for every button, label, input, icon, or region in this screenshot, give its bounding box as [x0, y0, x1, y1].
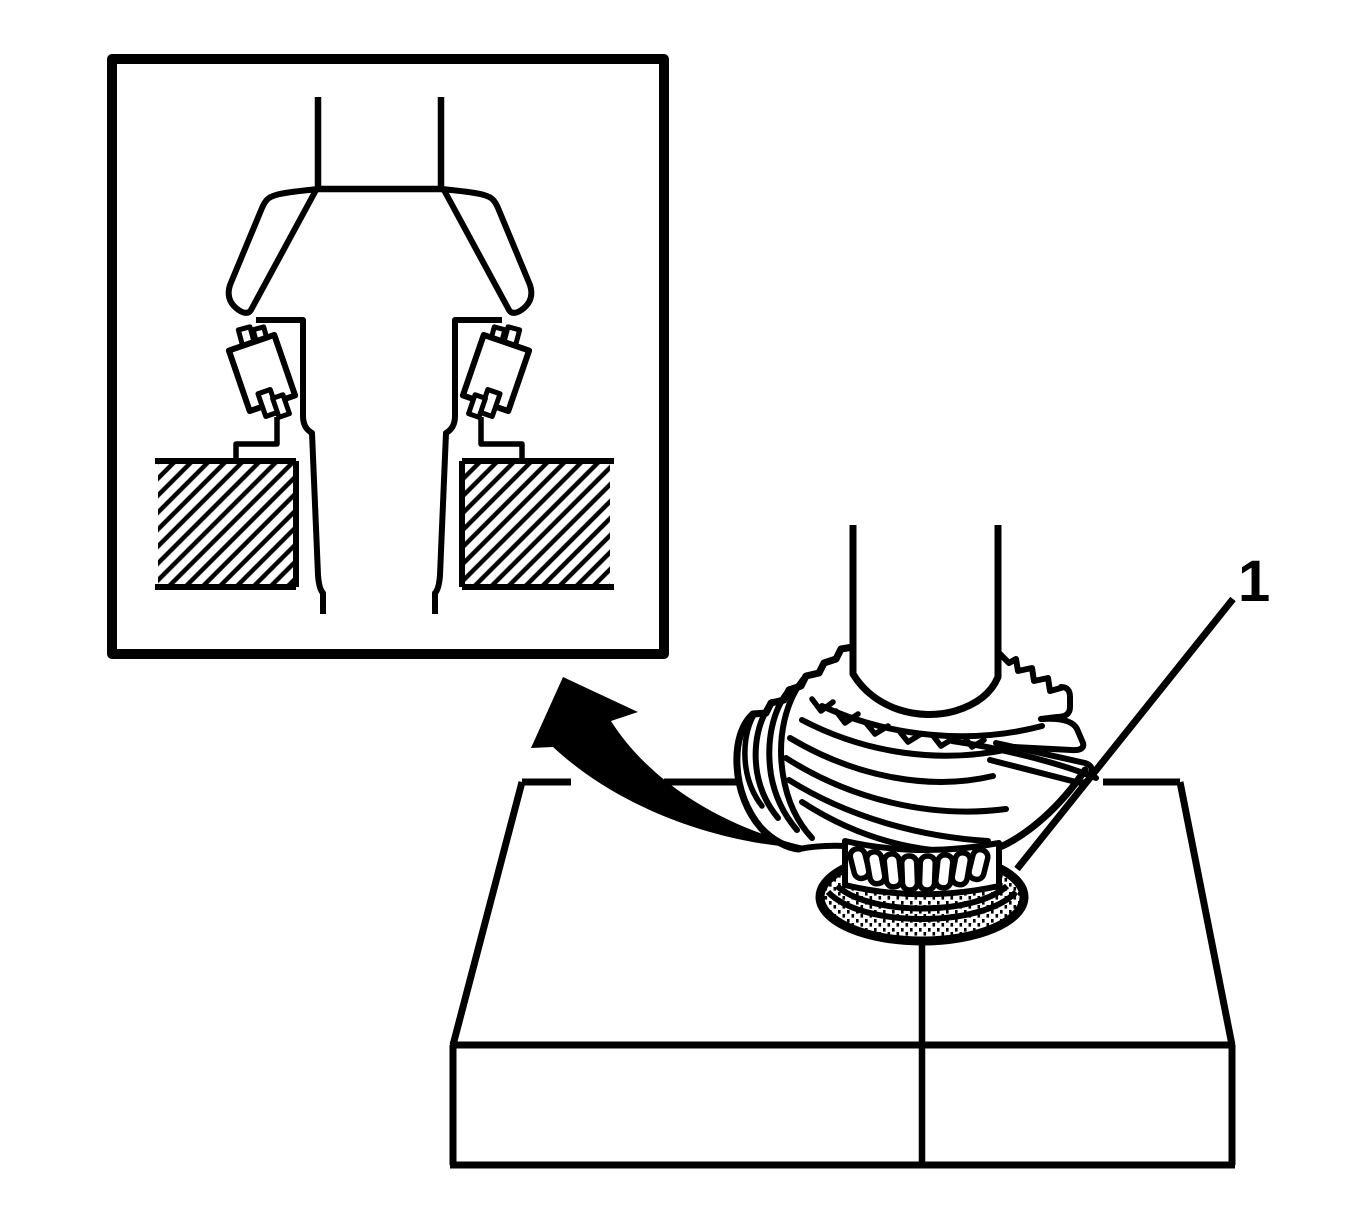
gear-tooth-step-2: [1011, 715, 1087, 754]
installer-tool-right-wing: [440, 186, 535, 316]
pinion-shaft-sides: [849, 525, 1002, 676]
gear-spiral-tooth-line: [819, 703, 1045, 740]
gear-flank-curve: [752, 699, 781, 821]
cage-slot: [881, 851, 904, 890]
gear-spiral-tooth-line: [787, 735, 996, 785]
press-bed-front-face: [449, 1045, 1236, 1169]
gear-flank-curve: [742, 710, 765, 809]
pinion-gear: [733, 643, 1099, 858]
gear-flank-curve: [766, 686, 800, 833]
gear-tooth-step-1: [1038, 684, 1073, 722]
pinion-shaft-section-left: [256, 317, 326, 614]
press-plate-left-hatch: [158, 461, 296, 587]
cage-slot: [898, 853, 921, 893]
cage-slot: [916, 853, 939, 893]
tapered-roller-bearing-left: [225, 324, 299, 420]
bearing-seat-step-left: [233, 417, 280, 460]
cage-slot: [966, 846, 991, 883]
gear-right-scallops: [995, 649, 1064, 694]
press-plate-left: [155, 458, 299, 590]
gear-spiral-tooth-line: [786, 777, 991, 844]
gear-spiral-tooth-line: [783, 755, 1009, 815]
callout-label-1: 1: [1238, 549, 1270, 614]
press-bed-left-edge: [449, 781, 526, 1046]
gear-flank-curve: [778, 673, 815, 841]
press-ram: [314, 97, 445, 189]
curved-arrow: [531, 677, 818, 849]
pinion-shaft-section-right: [432, 317, 502, 614]
tapered-roller-bearing-right: [459, 324, 533, 420]
pinion-shaft: [849, 525, 1002, 718]
bearing-cage-segment: [466, 392, 488, 420]
roller-cage-slots: [847, 845, 991, 893]
press-plate-right-hatch: [462, 461, 610, 587]
inset-detail-box: [107, 54, 669, 659]
bearing-cage-segment: [270, 392, 292, 420]
press-bed: [449, 778, 1236, 1169]
pinion-bearing: [815, 838, 1029, 946]
gear-tooth-chevrons: [809, 696, 987, 750]
bearing-lower-rim-2: [825, 889, 1019, 922]
installer-tool-left-wing: [225, 186, 320, 316]
pinion-shaft-bottom-arc: [849, 670, 1002, 718]
bearing-seat-step-right: [478, 417, 525, 460]
press-plate-right-border: [459, 458, 614, 590]
callout-leader-line: [1014, 596, 1236, 872]
gear-spiral-tooth-line: [799, 717, 1017, 759]
bearing-lower-rim-1: [834, 883, 1010, 912]
press-plate-right: [459, 458, 614, 590]
press-plate-left-border: [155, 458, 299, 590]
press-bed-right-edge: [1176, 781, 1236, 1046]
